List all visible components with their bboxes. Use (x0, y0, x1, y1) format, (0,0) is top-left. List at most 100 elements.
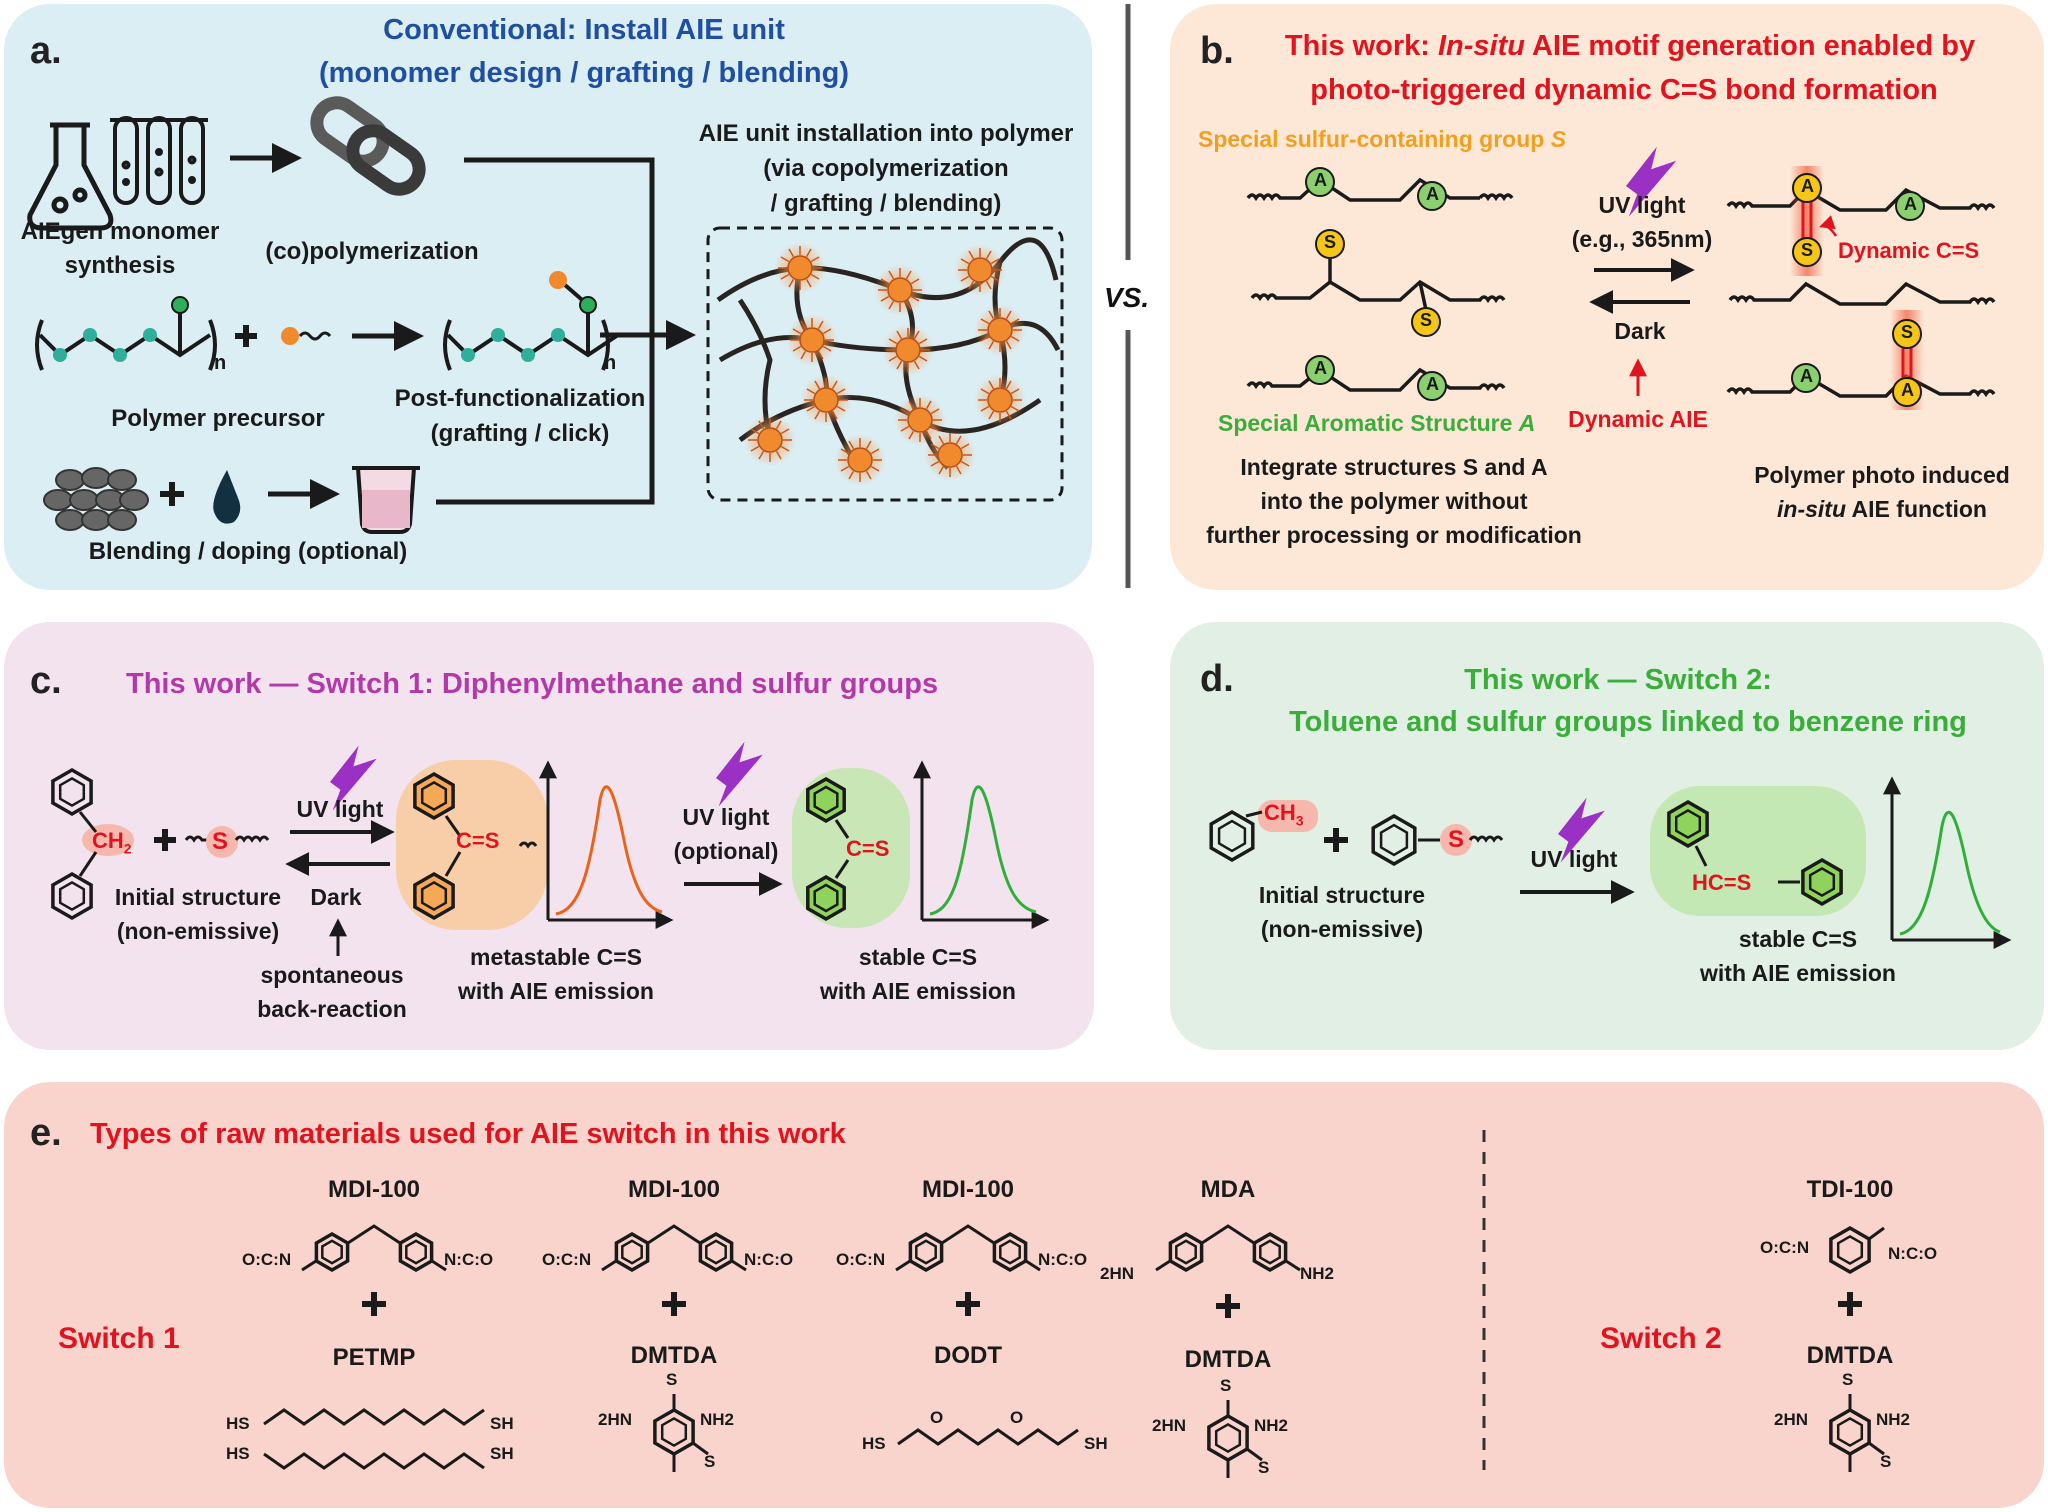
isocyanate-label: O:C:N (836, 1250, 886, 1269)
isocyanate-label: N:C:O (444, 1250, 494, 1269)
stable-label-d-line1: stable C=S (1738, 926, 1858, 952)
right-chain-middle (1728, 281, 1996, 306)
grafting-agent (281, 327, 332, 345)
lightning-icon (1558, 797, 1605, 863)
aie-polymer-network (716, 237, 1061, 486)
aie-unit-bead (987, 317, 1013, 343)
emission-curve-green (1899, 810, 2001, 936)
switch1-label: Switch 1 (58, 1322, 180, 1355)
thiol-label: SH (490, 1414, 514, 1433)
panel-a-label: a. (30, 30, 62, 72)
stable-label-d-line2: with AIE emission (1700, 960, 1896, 986)
benzene-ring-bottom (51, 871, 93, 921)
subscript-n-2: n (604, 352, 617, 374)
sulfur-label: S (1258, 1458, 1270, 1477)
left-chain-top-tail (1478, 193, 1514, 202)
benzene-inner-ring (1217, 819, 1247, 853)
aie-unit-bead (813, 387, 839, 413)
panel-a-title-line1: Conventional: Install AIE unit (383, 14, 785, 46)
benzene-ring-orange (413, 871, 455, 921)
aie-ray (831, 380, 838, 390)
bond (78, 811, 98, 833)
aie-ray (780, 428, 790, 435)
benzene-inner-ring (321, 1239, 343, 1265)
mdi-label-1: MDI-100 (327, 1176, 421, 1203)
aie-ray (955, 465, 962, 475)
aromatic-bead-reacted (1892, 377, 1922, 407)
panel-c-title: This work — Switch 1: Diphenylmethane an… (126, 668, 939, 700)
photo-label-line1: Polymer photo induced (1754, 462, 2010, 488)
petmp-label: PETMP (332, 1344, 416, 1371)
amine-label: NH2 (1876, 1410, 1911, 1429)
mdi-label-2: MDI-100 (627, 1176, 721, 1203)
dmtda-label-2: DMTDA (1184, 1346, 1272, 1373)
benzene-inner-ring (1808, 866, 1836, 898)
aie-ray (980, 388, 990, 395)
bond (601, 1259, 617, 1272)
aromatic-bead (1305, 167, 1335, 197)
aromatic-bead-reacted (1792, 173, 1822, 203)
aie-ray (806, 388, 816, 395)
aie-ray (805, 278, 812, 288)
benzene-inner-ring (58, 880, 86, 912)
bead-label: A (1901, 380, 1914, 400)
wavy-bond (1468, 835, 1504, 843)
sulfur-bead-reacted (1892, 319, 1922, 349)
mdi-ring (1168, 1231, 1204, 1273)
polymer-precursor-chain (35, 296, 217, 371)
aie-ray (938, 465, 945, 475)
petmp-arm (263, 1408, 485, 1426)
bond (1025, 1259, 1041, 1272)
sulfur-bead (1411, 307, 1441, 337)
aie-ray (888, 338, 898, 345)
aie-ray (822, 345, 832, 352)
aie-ray (960, 460, 970, 467)
flask-icon (27, 122, 114, 231)
s-highlight (1440, 824, 1472, 856)
bead-label: A (1800, 366, 1813, 386)
ether-label: O (930, 1408, 944, 1427)
benzene-inner-ring (660, 1416, 688, 1448)
benzene-inner-ring (1836, 1416, 1864, 1448)
aie-ray (788, 278, 795, 288)
metastable-label-line1: metastable C=S (470, 944, 642, 970)
ch3-highlight (1258, 800, 1318, 832)
cs-label-stable: C=S (846, 836, 890, 861)
left-chain-top (1246, 177, 1480, 202)
aie-ray (960, 443, 970, 450)
aie-ray (814, 380, 821, 390)
aie-ray (840, 448, 850, 455)
aie-ray (938, 435, 945, 445)
arrow-dynamic-cs (1819, 215, 1838, 237)
bond (1868, 1226, 1885, 1241)
install-label-line1: AIE unit installation into polymer (698, 120, 1074, 147)
flow-line-top (464, 157, 655, 335)
aie-ray (836, 405, 846, 412)
uv-optional-line2: (optional) (673, 838, 779, 864)
benzene-inner-ring (420, 880, 448, 912)
amine-label: 2HN (1100, 1264, 1135, 1283)
aie-unit-bead (847, 447, 873, 473)
aie-ray (985, 250, 992, 260)
spontaneous-label-line2: back-reaction (257, 996, 407, 1022)
thiol-label: SH (1084, 1434, 1108, 1453)
mdi-label-3: MDI-100 (921, 1176, 1015, 1203)
sulfur-label: S (1842, 1370, 1854, 1389)
aie-ray (865, 470, 872, 480)
aie-unit-bead (937, 442, 963, 468)
aie-ray (918, 338, 928, 345)
thiol-label: HS (226, 1414, 250, 1433)
wavy-bond (234, 835, 270, 843)
sulfur-label: S (666, 1370, 678, 1389)
aie-ray (985, 280, 992, 290)
benzene-inner-ring (420, 780, 448, 812)
left-chain-bottom (1246, 367, 1506, 392)
dark-label-c: Dark (310, 884, 362, 910)
aie-ray (800, 350, 807, 360)
pellets-icon (43, 467, 149, 531)
benzene-ring-green (806, 776, 846, 824)
bead-label: A (1426, 374, 1439, 394)
spontaneous-label-line1: spontaneous (260, 962, 404, 988)
benzene-inner-ring (58, 776, 86, 808)
integrate-label-line2: into the polymer without (1260, 488, 1528, 514)
